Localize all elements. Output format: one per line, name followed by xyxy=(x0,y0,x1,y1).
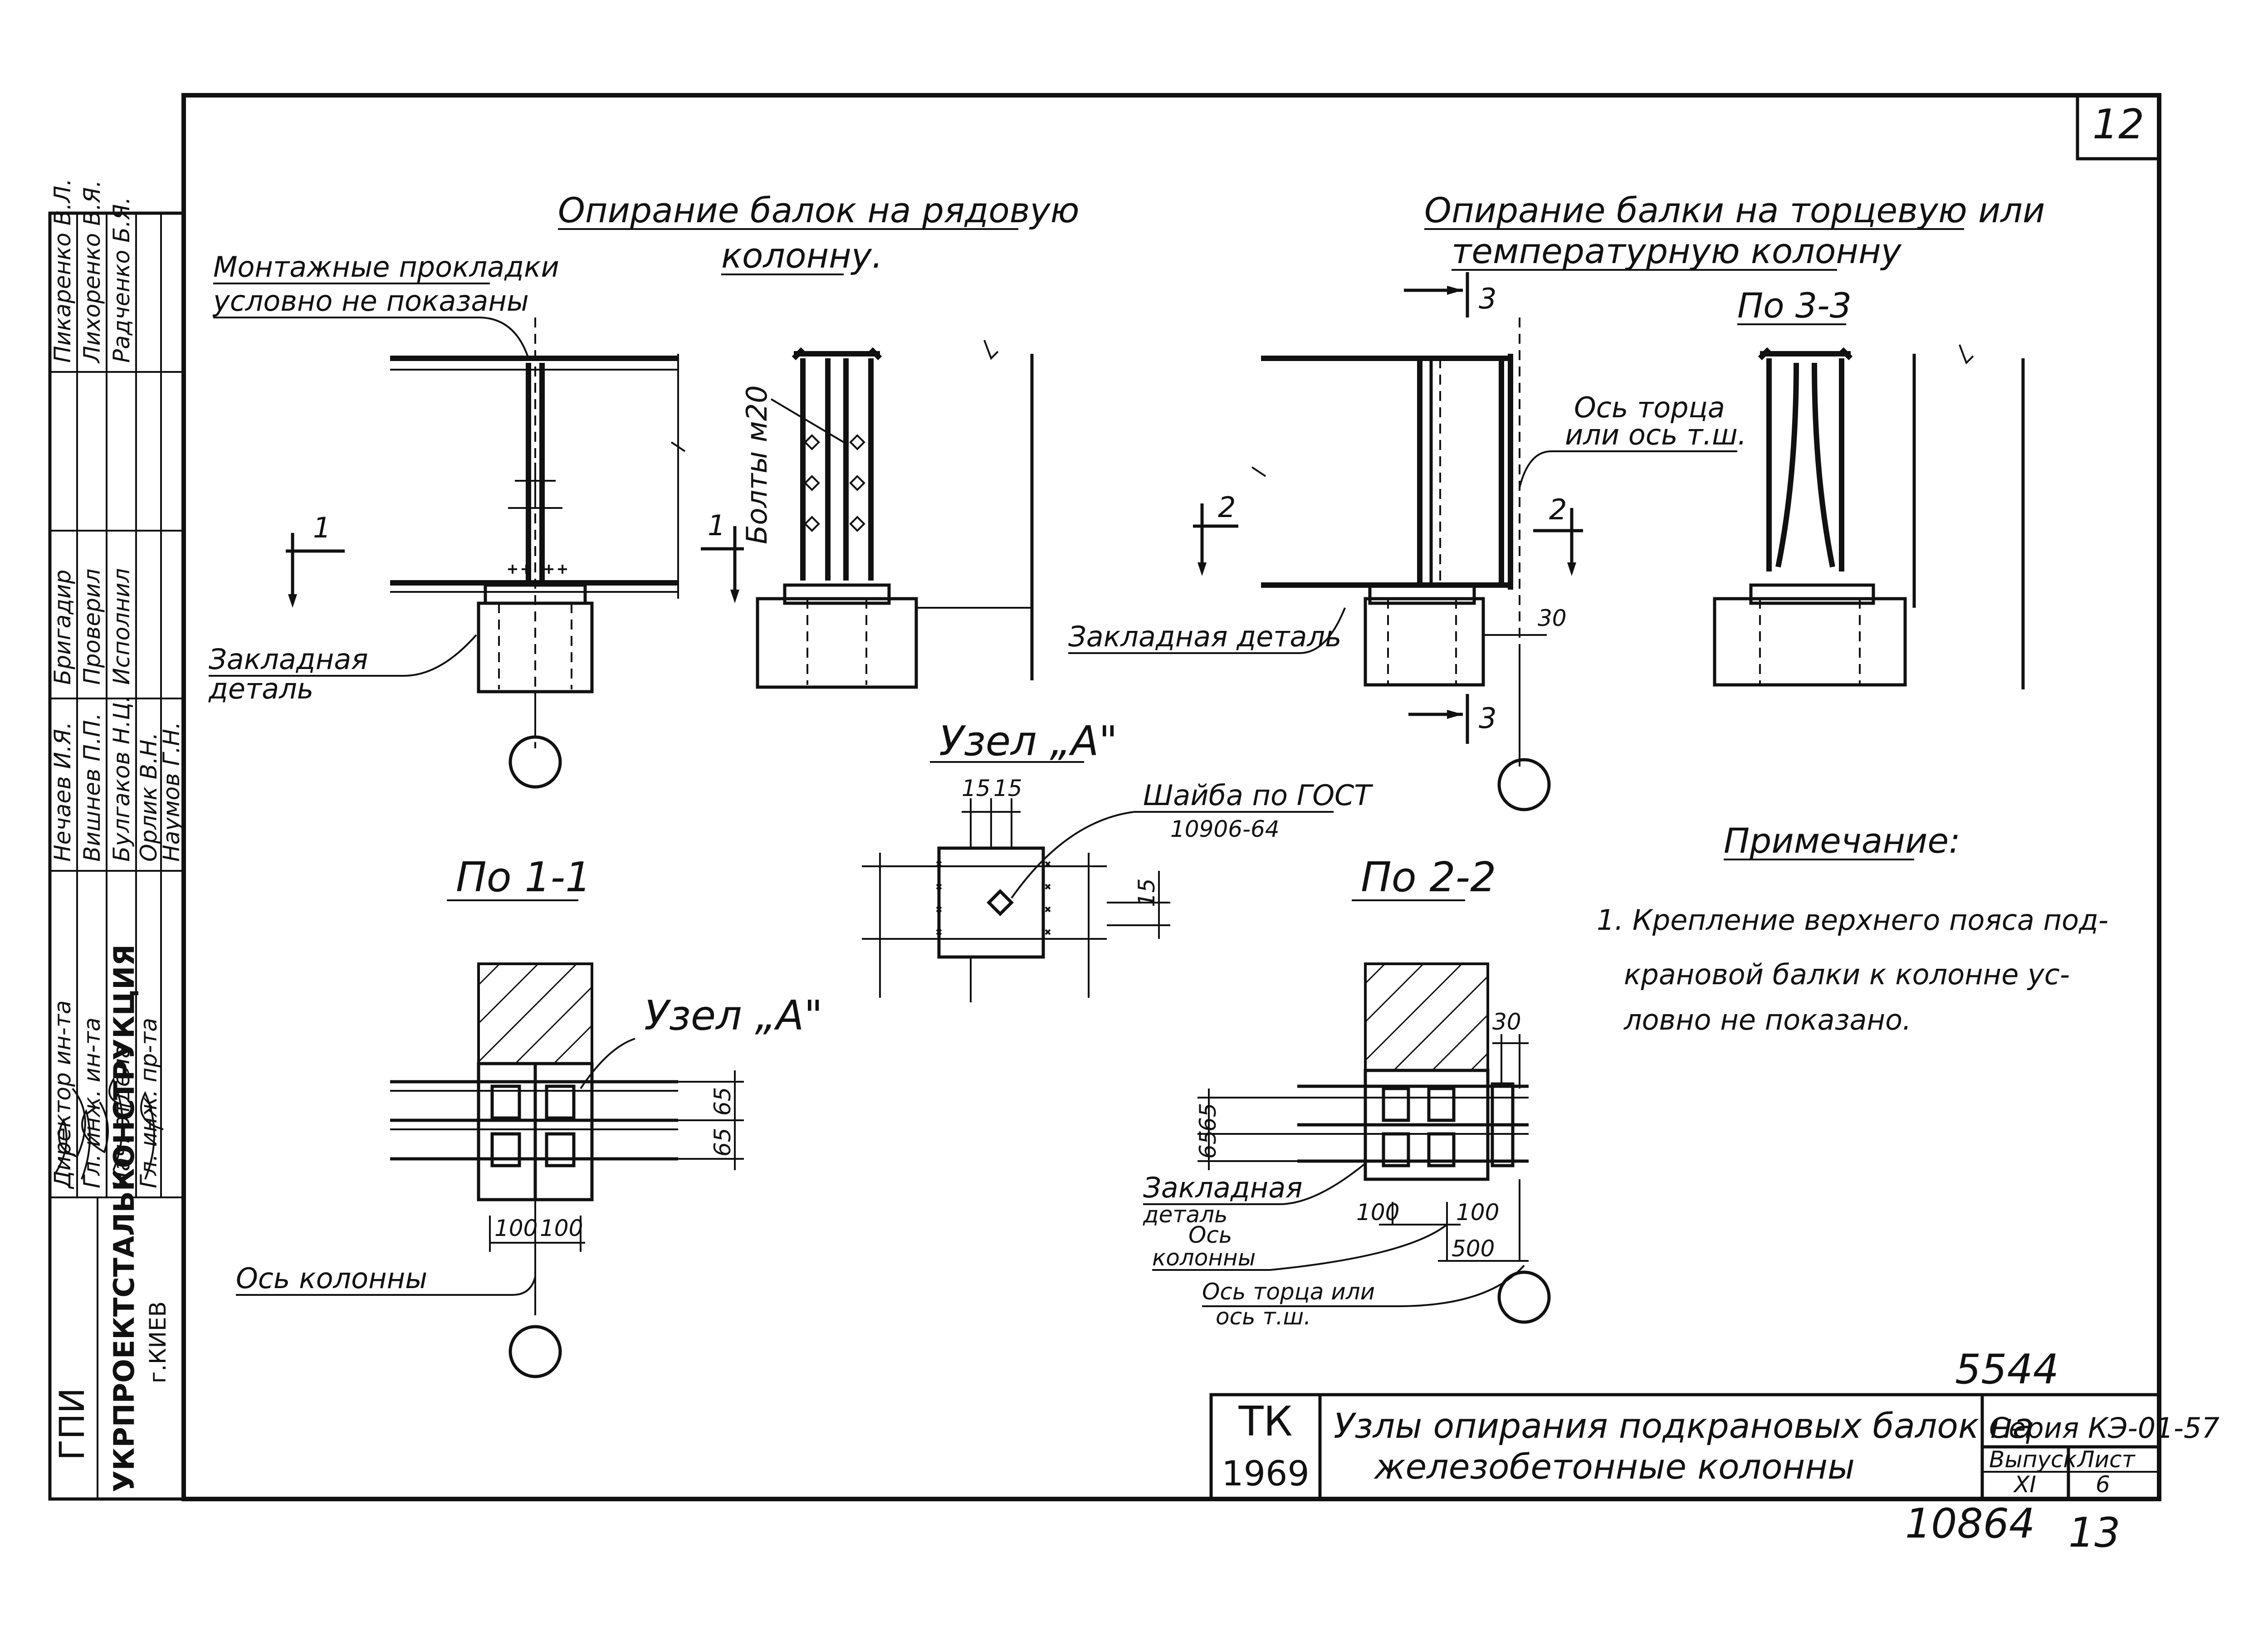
svg-text:3: 3 xyxy=(1479,702,1496,735)
dim-65-a: 65 xyxy=(709,1128,736,1157)
node-a-view xyxy=(862,798,1170,1002)
signature-1 xyxy=(54,1077,164,1180)
title-left-line2: колонну. xyxy=(721,235,883,276)
dim-500: 500 xyxy=(1452,1235,1495,1262)
label-bolts: Болты м20 xyxy=(740,385,773,544)
tb-series: Серия КЭ-01-57 xyxy=(1989,1411,2219,1445)
approval-stamp: ГПИ УКРПРОЕКТСТАЛЬКОНСТРУКЦИЯ г.КИЕВ Дир… xyxy=(48,179,186,1501)
stamp-city: г.КИЕВ xyxy=(145,1301,171,1383)
note-line-3: ловно не показано. xyxy=(1623,1003,1911,1036)
stamp-role-6: Проверил xyxy=(79,569,105,685)
cut-marker-2-left: 2 xyxy=(1193,491,1238,576)
section-22-view xyxy=(1198,962,1551,1324)
note-line-2: крановой балки к колонне ус- xyxy=(1624,958,2070,991)
dim-100-c: 100 xyxy=(1356,1199,1399,1226)
title-left-line1: Опирание балок на рядовую xyxy=(558,190,1079,230)
sheet-number: 12 xyxy=(2092,101,2145,148)
tb-issue-label: Выпуск xyxy=(1989,1446,2077,1473)
title-section-11: По 1-1 xyxy=(456,854,591,901)
svg-text:3: 3 xyxy=(1479,282,1496,315)
label-embed-22-line1: Закладная xyxy=(1143,1171,1303,1204)
tb-tk: ТК xyxy=(1238,1398,1293,1445)
section-33-view xyxy=(1713,344,2025,689)
svg-text:2: 2 xyxy=(1549,493,1567,526)
dim-30-top: 30 xyxy=(1538,605,1567,631)
tb-title-line1: Узлы опирания подкрановых балок на xyxy=(1334,1406,2033,1446)
stamp-name-1: Нечаев И.Я. xyxy=(49,722,76,862)
title-right-line2: температурную колонну xyxy=(1452,231,1902,271)
sheet-number-box xyxy=(2076,93,2161,161)
section-11-view xyxy=(390,962,744,1378)
label-washer-line1: Шайба по ГОСТ xyxy=(1143,779,1373,812)
cut-marker-3-top: 3 xyxy=(1404,272,1496,317)
note-title: Примечание: xyxy=(1724,820,1960,861)
stamp-name-4: Орлик В.Н. xyxy=(136,732,162,862)
tb-tk-num: 1969 xyxy=(1222,1453,1309,1494)
label-pads-line1: Монтажные прокладки xyxy=(213,250,559,283)
label-washer-line2: 10906-64 xyxy=(1170,816,1280,842)
title-section-33: По 3-3 xyxy=(1737,285,1852,326)
title-right-line1: Опирание балки на торцевую или xyxy=(1424,190,2045,230)
dim-100-a: 100 xyxy=(494,1215,538,1241)
label-embed-left-line2: деталь xyxy=(208,672,313,705)
footer-page: 13 xyxy=(2068,1509,2121,1557)
dim-65-b: 65 xyxy=(709,1087,736,1116)
left-elevation xyxy=(390,317,686,789)
label-col-axis-22-line1: Ось xyxy=(1188,1222,1232,1248)
left-side-view xyxy=(756,340,1034,689)
dim-100-b: 100 xyxy=(540,1215,583,1241)
number-above-title: 5544 xyxy=(1955,1346,2059,1393)
stamp-name-3: Булгаков Н.Ц. xyxy=(108,695,135,862)
title-node: Узел „А" xyxy=(939,718,1118,765)
label-end-axis-line1: Ось торца xyxy=(1574,391,1725,424)
label-col-axis: Ось колонны xyxy=(236,1262,427,1295)
stamp-name-5: Наумов Г.Н. xyxy=(158,722,185,862)
dim-65-c: 65 xyxy=(1195,1103,1221,1132)
dim-15-a: 15 xyxy=(962,775,991,801)
cut-marker-1-left: 1 xyxy=(286,511,345,608)
footer-archive: 10864 xyxy=(1905,1500,2035,1548)
svg-text:1: 1 xyxy=(708,509,725,542)
stamp-name-6: Пикаренко В.Л. xyxy=(49,179,76,363)
stamp-name-8: Радченко Б.Я. xyxy=(108,197,135,363)
dim-15-b: 15 xyxy=(993,775,1022,801)
right-elevation xyxy=(1251,317,1551,811)
stamp-org: ГПИ xyxy=(52,1388,92,1460)
svg-text:1: 1 xyxy=(313,511,331,544)
svg-text:2: 2 xyxy=(1218,491,1236,524)
dim-30-b: 30 xyxy=(1492,1009,1521,1035)
label-embed-22-line2: деталь xyxy=(1143,1201,1228,1228)
label-pads-line2: условно не показаны xyxy=(212,284,529,317)
stamp-role-7: Исполнил xyxy=(108,568,135,685)
label-node-ref: Узел „А" xyxy=(644,992,823,1040)
cut-marker-1-right: 1 xyxy=(701,509,744,603)
stamp-role-5: Бригадир xyxy=(49,570,76,685)
note-line-1: 1. Крепление верхнего пояса под- xyxy=(1597,903,2108,937)
label-col-axis-22-line2: колонны xyxy=(1152,1245,1256,1271)
cut-marker-2-right: 2 xyxy=(1533,493,1583,576)
label-embed-right: Закладная деталь xyxy=(1068,620,1342,653)
stamp-name-7: Лихоренко В.Я. xyxy=(79,180,105,364)
stamp-org-full: УКРПРОЕКТСТАЛЬКОНСТРУКЦИЯ xyxy=(108,944,141,1492)
cut-marker-3-bottom: 3 xyxy=(1408,694,1496,744)
tb-sheet-val: 6 xyxy=(2096,1471,2110,1498)
label-embed-left-line1: Закладная xyxy=(209,643,368,676)
title-section-22: По 2-2 xyxy=(1361,854,1496,901)
label-end-axis-line2: или ось т.ш. xyxy=(1565,418,1746,451)
label-end-axis-22-line2: ось т.ш. xyxy=(1216,1304,1311,1330)
dim-100-d: 100 xyxy=(1456,1199,1499,1226)
stamp-name-2: Вишнев П.П. xyxy=(79,713,105,862)
dim-15-c: 15 xyxy=(1134,878,1160,907)
tb-title-line2: железобетонные колонны xyxy=(1374,1446,1855,1487)
tb-sheet-label: Лист xyxy=(2077,1446,2136,1473)
label-end-axis-22-line1: Ось торца или xyxy=(1202,1279,1375,1305)
tb-issue-val: XI xyxy=(2013,1471,2036,1498)
title-block xyxy=(1209,1393,2161,1501)
dim-65-d: 65 xyxy=(1195,1130,1221,1159)
